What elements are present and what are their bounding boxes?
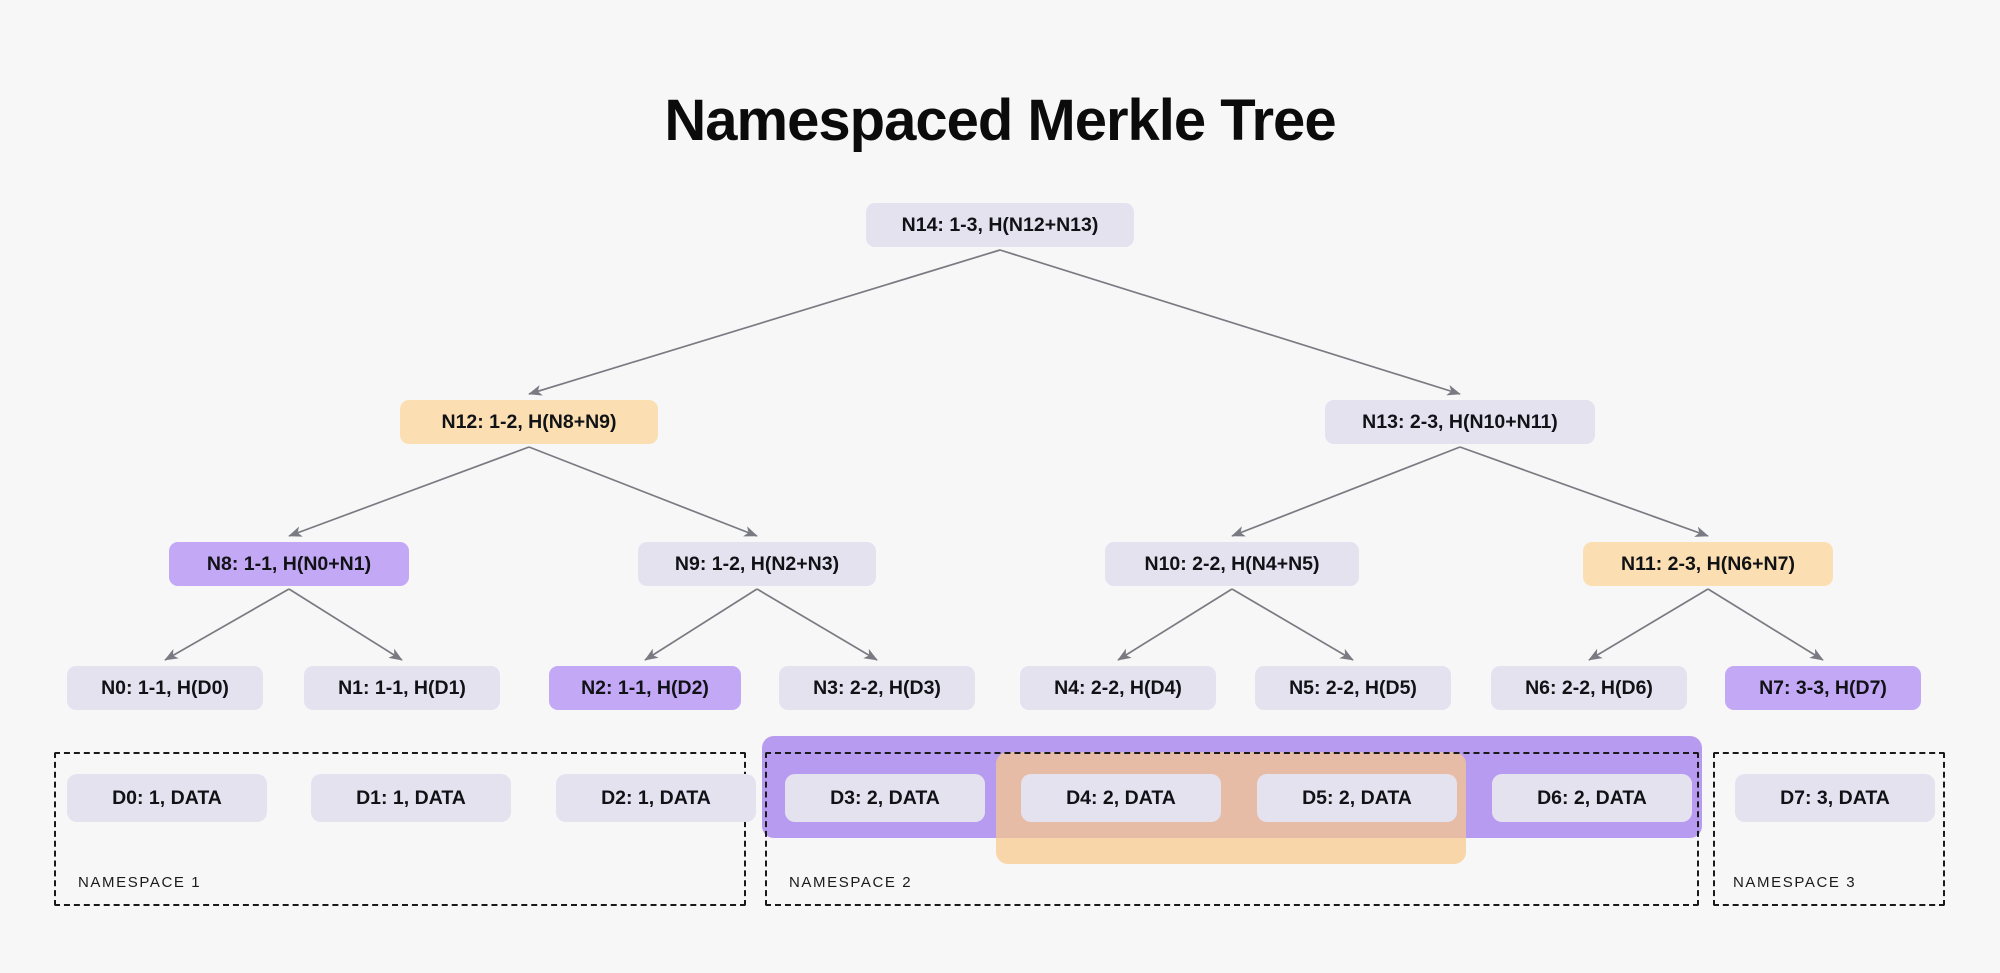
tree-edge-n12-n9 <box>528 446 758 537</box>
tree-edge-n13-n10 <box>1231 446 1461 537</box>
data-chip-d6: D6: 2, DATA <box>1492 774 1692 822</box>
data-chip-d2: D2: 1, DATA <box>556 774 756 822</box>
namespace-label-2: NAMESPACE 2 <box>789 874 913 891</box>
tree-edge-n13-n11 <box>1459 446 1709 537</box>
namespace-box-1 <box>54 752 746 906</box>
tree-edge-n8-n0 <box>164 588 290 661</box>
data-chip-d1: D1: 1, DATA <box>311 774 511 822</box>
tree-node-n9: N9: 1-2, H(N2+N3) <box>638 542 876 586</box>
tree-edge-n14-n12 <box>528 249 1001 396</box>
tree-edge-n9-n2 <box>644 588 758 661</box>
namespace-label-1: NAMESPACE 1 <box>78 874 202 891</box>
tree-edge-n10-n5 <box>1231 588 1354 661</box>
tree-node-n8: N8: 1-1, H(N0+N1) <box>169 542 409 586</box>
tree-node-n3: N3: 2-2, H(D3) <box>779 666 975 710</box>
tree-node-n12: N12: 1-2, H(N8+N9) <box>400 400 658 444</box>
tree-node-n4: N4: 2-2, H(D4) <box>1020 666 1216 710</box>
tree-edge-n11-n6 <box>1588 588 1709 661</box>
tree-edge-n9-n3 <box>756 588 878 661</box>
tree-edge-n12-n8 <box>288 446 530 537</box>
namespace-box-2 <box>765 752 1699 906</box>
tree-node-n13: N13: 2-3, H(N10+N11) <box>1325 400 1595 444</box>
data-chip-d4: D4: 2, DATA <box>1021 774 1221 822</box>
tree-node-n6: N6: 2-2, H(D6) <box>1491 666 1687 710</box>
data-chip-d5: D5: 2, DATA <box>1257 774 1457 822</box>
tree-edge-n14-n13 <box>999 249 1461 396</box>
data-chip-d3: D3: 2, DATA <box>785 774 985 822</box>
tree-node-n11: N11: 2-3, H(N6+N7) <box>1583 542 1833 586</box>
tree-node-n0: N0: 1-1, H(D0) <box>67 666 263 710</box>
tree-node-n7: N7: 3-3, H(D7) <box>1725 666 1921 710</box>
tree-node-n14: N14: 1-3, H(N12+N13) <box>866 203 1134 247</box>
tree-node-n2: N2: 1-1, H(D2) <box>549 666 741 710</box>
tree-edge-n8-n1 <box>288 588 403 661</box>
tree-node-n5: N5: 2-2, H(D5) <box>1255 666 1451 710</box>
tree-node-n10: N10: 2-2, H(N4+N5) <box>1105 542 1359 586</box>
tree-node-n1: N1: 1-1, H(D1) <box>304 666 500 710</box>
tree-edge-n10-n4 <box>1117 588 1233 661</box>
data-chip-d7: D7: 3, DATA <box>1735 774 1935 822</box>
data-chip-d0: D0: 1, DATA <box>67 774 267 822</box>
namespace-label-3: NAMESPACE 3 <box>1733 874 1857 891</box>
tree-edge-n11-n7 <box>1707 588 1824 661</box>
namespace-box-3 <box>1713 752 1945 906</box>
page-title: Namespaced Merkle Tree <box>664 87 1336 153</box>
